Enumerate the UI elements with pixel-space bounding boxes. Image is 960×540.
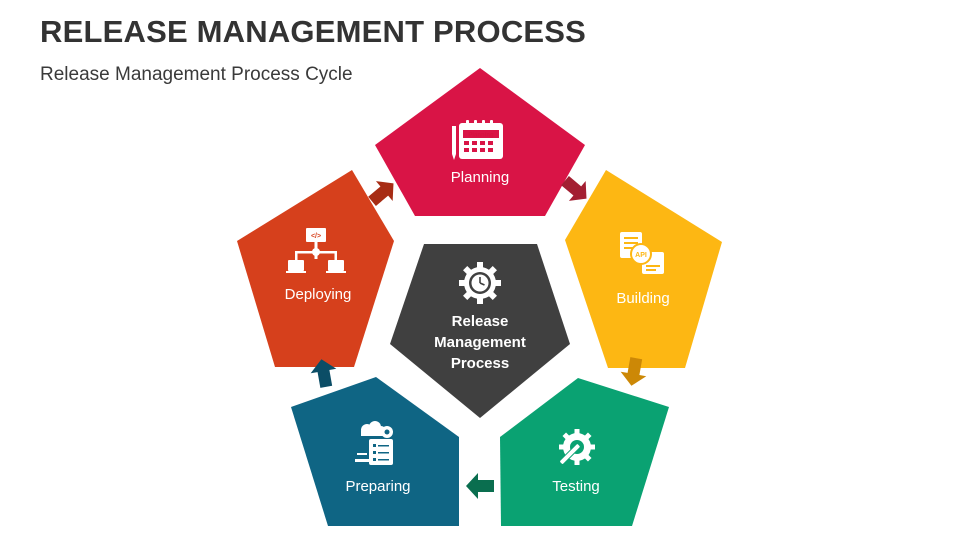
- arrow-testing-to-preparing: [466, 473, 494, 499]
- gear-clock-icon: [459, 262, 501, 304]
- stage-testing-label: Testing: [552, 478, 600, 495]
- stage-testing: Testing: [500, 378, 669, 526]
- stage-deploying: </> Deploying: [237, 170, 394, 367]
- api-icon-text: API: [635, 252, 647, 259]
- stage-preparing: Preparing: [291, 377, 459, 526]
- stage-deploying-label: Deploying: [285, 286, 352, 303]
- code-icon-text: </>: [311, 233, 321, 240]
- stage-building-label: Building: [616, 290, 669, 307]
- page-title: RELEASE MANAGEMENT PROCESS: [40, 14, 587, 49]
- arrow-planning-to-building: [561, 176, 587, 201]
- arrow-building-to-testing: [620, 357, 647, 386]
- center-shape: [390, 244, 570, 418]
- stage-planning: Planning Planning: [375, 68, 585, 216]
- page-subtitle: Release Management Process Cycle: [40, 64, 353, 85]
- checklist-gear-icon: [355, 421, 393, 465]
- stage-deploying-shape: [237, 170, 394, 367]
- arrow-preparing-to-deploying: [310, 359, 337, 388]
- stage-planning-label: Planning: [451, 169, 509, 186]
- center-label-line-1: Release: [452, 313, 509, 330]
- center-label-line-3: Process: [451, 355, 509, 372]
- center-node: Release Management Process: [390, 244, 570, 418]
- api-documents-icon: API: [620, 232, 664, 274]
- network-hierarchy-icon: </>: [286, 228, 346, 273]
- arrow-deploying-to-planning: [368, 181, 394, 206]
- stage-building: API Building: [565, 170, 722, 368]
- wrench-gear-icon: [559, 429, 595, 465]
- center-label-line-2: Management: [434, 334, 526, 351]
- calendar-icon-text: Planning: [468, 133, 494, 139]
- calendar-icon: Planning: [452, 120, 503, 160]
- stage-preparing-label: Preparing: [345, 478, 410, 495]
